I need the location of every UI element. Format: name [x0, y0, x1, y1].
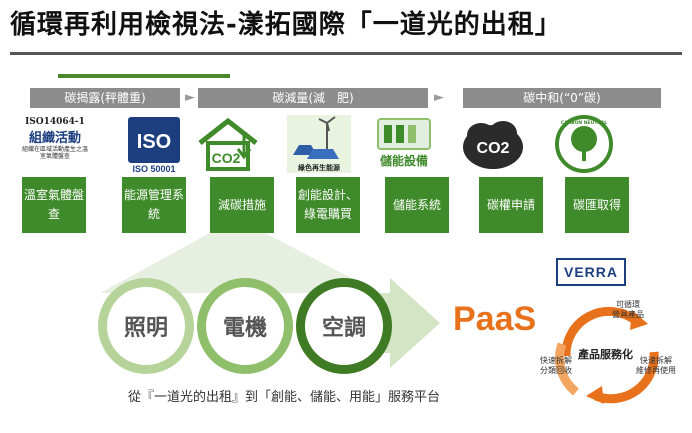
- iso-logo-number: ISO 50001: [132, 164, 175, 173]
- page-title: 循環再利用檢視法-漾拓國際「一道光的出租」: [10, 10, 562, 40]
- circle-motor: 電機: [197, 278, 293, 374]
- phase-reduction: 碳減量(減 肥): [198, 88, 428, 108]
- step-carbon-credit: 碳權申請: [479, 177, 543, 233]
- iso14064-badge: ISO14064-1 組織活動 組織在區域活動產生之溫室氣體盤查: [22, 117, 88, 171]
- arrow-right-icon: ►: [185, 90, 195, 105]
- step-ghg-inventory: 溫室氣體盤查: [22, 177, 86, 233]
- iso14064-desc: 組織在區域活動產生之溫室氣體盤查: [22, 146, 89, 160]
- phase-disclosure: 碳揭露(秤體重): [30, 88, 180, 108]
- co2-cloud-icon: CO2: [463, 121, 523, 169]
- paas-label: PaaS: [453, 300, 537, 338]
- battery-storage-icon: 儲能設備: [377, 118, 431, 168]
- step-energy-storage: 儲能系統: [385, 177, 449, 233]
- cycle-arrows-icon: [555, 306, 659, 404]
- verra-logo: VERRA: [556, 258, 626, 286]
- platform-caption: 從『一道光的出租』到「創能、儲能、用能」服務平台: [128, 390, 441, 405]
- iso-logo-icon: ISO ISO 50001: [128, 117, 180, 173]
- phase-neutrality: 碳中和(“0”碳): [463, 88, 661, 108]
- step-green-power: 創能設計、綠電購買: [296, 177, 360, 233]
- solar-caption: 綠色再生能源: [298, 163, 340, 172]
- cycle-left-label: 快速拆解 分類回收: [540, 356, 572, 375]
- iso14064-name: 組織活動: [28, 131, 81, 146]
- step-carbon-reduction: 減碳措施: [210, 177, 274, 233]
- circle-lighting: 照明: [98, 278, 194, 374]
- iso14064-code: ISO14064-1: [25, 117, 85, 127]
- house-co2-icon: CO2: [198, 117, 258, 171]
- co2-cloud-label: CO2: [477, 140, 510, 157]
- cycle-top-label: 可循環 營具產品: [612, 300, 644, 319]
- cycle-center-label: 產品服務化: [578, 348, 633, 361]
- iso-logo-text: ISO: [137, 131, 171, 153]
- step-carbon-sink: 碳匯取得: [565, 177, 629, 233]
- circle-aircon: 空調: [296, 278, 392, 374]
- battery-label: 儲能設備: [380, 153, 428, 168]
- cycle-right-label: 快速拆解 維修再使用: [636, 356, 676, 375]
- carbon-neutral-label: CARBON NEUTRAL: [561, 120, 607, 126]
- house-co2-label: CO2: [212, 150, 241, 166]
- carbon-neutral-tree-icon: CARBON NEUTRAL: [555, 115, 613, 173]
- title-accent-bar: [58, 74, 230, 78]
- arrow-right-icon: ►: [434, 90, 444, 105]
- title-divider: [10, 52, 682, 55]
- solar-wind-icon: 綠色再生能源: [287, 115, 351, 173]
- funnel-graphic: [100, 233, 440, 368]
- step-energy-management: 能源管理系統: [122, 177, 186, 233]
